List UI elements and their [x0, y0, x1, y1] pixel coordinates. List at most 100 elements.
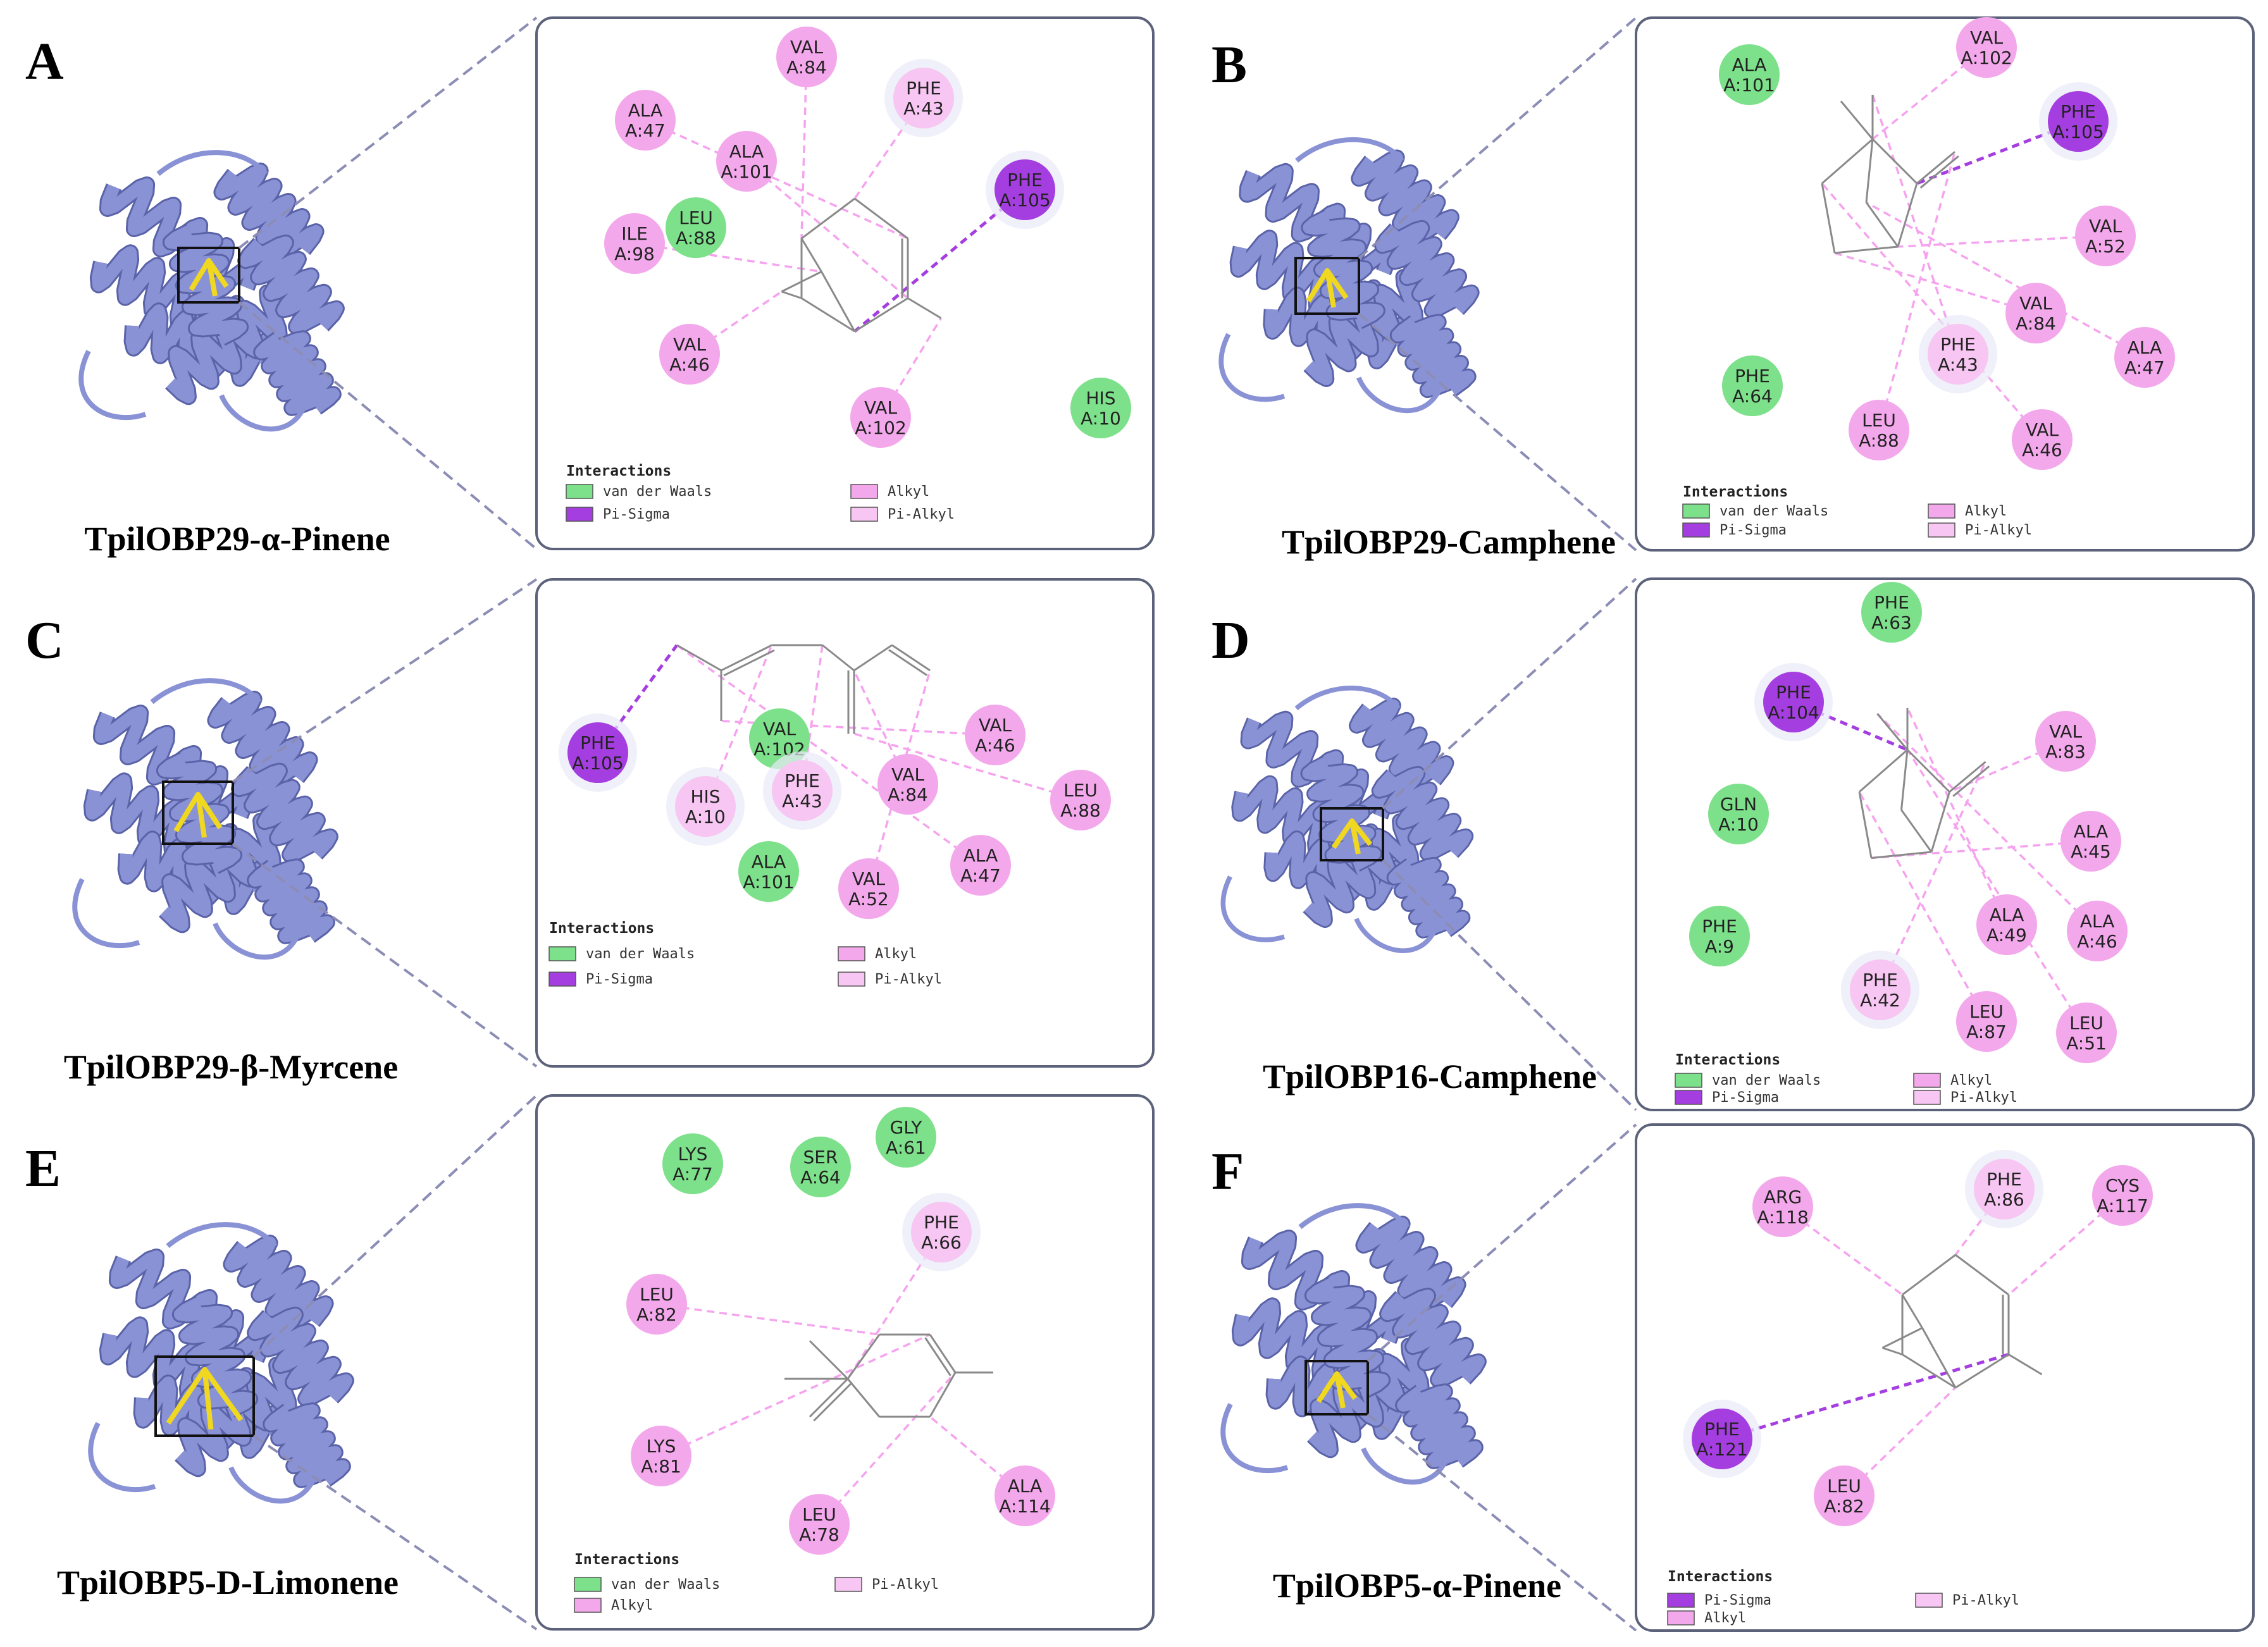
binding-site-box — [1320, 807, 1384, 861]
protein-loop — [166, 1222, 278, 1249]
legend-title: Interactions — [1675, 1052, 1780, 1068]
legend-swatch-pialkyl — [834, 1577, 862, 1592]
residue-number: A:45 — [2071, 841, 2111, 862]
zoom-connector-top — [232, 578, 538, 783]
protein-helix-highlight — [1302, 757, 1381, 870]
residue-disc — [1850, 959, 1911, 1020]
interaction-diagram-box — [1635, 577, 2255, 1111]
residue-disc — [2075, 206, 2136, 266]
ligand-bond — [1955, 1254, 2009, 1296]
legend-label-alkyl: Alkyl — [1950, 1073, 1992, 1089]
ligand-bond — [1840, 101, 1874, 140]
residue-name: ALA — [729, 141, 764, 162]
zoom-connector-bottom — [238, 301, 538, 550]
residue-number: A:10 — [1081, 408, 1121, 429]
ligand-double-bond — [924, 1337, 951, 1376]
residue-name: VAL — [763, 719, 796, 739]
residue-name: SER — [803, 1147, 838, 1168]
residue-name: PHE — [1940, 334, 1976, 355]
protein-helix-highlight — [166, 286, 289, 404]
residue-name: PHE — [1874, 592, 1909, 613]
residue-number: A:88 — [1859, 430, 1899, 451]
residue-name: PHE — [1704, 1419, 1740, 1440]
legend-swatch-alkyl — [1913, 1073, 1941, 1088]
residue-name: VAL — [864, 397, 898, 418]
residue-name: LEU — [802, 1504, 836, 1525]
residue-number: A:46 — [2077, 931, 2117, 952]
residue-number: A:42 — [1860, 990, 1900, 1011]
legend-swatch-pisigma — [548, 972, 576, 987]
residue-name: LEU — [1862, 410, 1896, 431]
residue-disc — [1956, 991, 2017, 1052]
residue-name: VAL — [673, 334, 707, 355]
residue-number: A:10 — [1718, 814, 1759, 835]
protein-helix-highlight — [1357, 1218, 1465, 1312]
residue-disc — [1849, 400, 1909, 460]
residue-number: A:84 — [2016, 313, 2056, 334]
residue-disc — [995, 159, 1055, 220]
ligand-bond — [1902, 1354, 1956, 1389]
legend-label-pialkyl: Pi-Alkyl — [872, 1577, 939, 1593]
interaction-line — [596, 644, 679, 754]
residue-disc — [2067, 901, 2128, 961]
residue-number: A:46 — [975, 735, 1015, 756]
ligand-bond — [907, 297, 942, 319]
interaction-line — [634, 242, 822, 273]
ligand-bond — [1876, 713, 1909, 751]
residue-number: A:86 — [1984, 1189, 2024, 1210]
legend-swatch-pialkyl — [1928, 522, 1955, 538]
protein-loop — [1356, 376, 1442, 414]
residue-name: ALA — [964, 845, 998, 866]
residue-disc — [2114, 327, 2175, 388]
residue-number: A:121 — [1696, 1439, 1748, 1460]
ligand-bond — [1871, 138, 1918, 185]
protein-loop — [213, 922, 300, 960]
protein-helix-highlight — [1308, 1339, 1431, 1457]
protein-loop — [1218, 333, 1286, 402]
residue-name: VAL — [1970, 27, 2004, 48]
residue-disc — [776, 27, 837, 87]
protein-helix-highlight — [1304, 271, 1425, 385]
legend-swatch-alkyl — [838, 946, 865, 961]
zoom-connector-top — [238, 16, 538, 249]
residue-disc — [626, 1274, 687, 1335]
residue-number: A:47 — [960, 865, 1001, 886]
residue-name: PHE — [1776, 682, 1811, 703]
residue-disc — [2056, 1002, 2117, 1063]
protein-loop — [1295, 137, 1404, 163]
panel-caption: TpilOBP29-α-Pinene — [84, 520, 390, 558]
residue-disc — [789, 1494, 850, 1555]
residue-number: A:47 — [625, 120, 666, 141]
legend-title: Interactions — [566, 463, 671, 479]
binding-site-box — [1304, 1360, 1369, 1416]
protein-helix-highlight — [1353, 151, 1458, 245]
protein-helix-highlight — [1303, 211, 1384, 328]
ligand-bond — [1921, 1327, 1957, 1388]
residue-disc — [1050, 770, 1111, 830]
residue-number: A:84 — [888, 784, 928, 805]
residue-number: A:101 — [721, 161, 772, 182]
residue-name: ALA — [752, 851, 786, 872]
legend-label-pialkyl: Pi-Alkyl — [1965, 522, 2032, 538]
residue-disc — [1763, 672, 1824, 732]
protein-helix-highlight — [1376, 221, 1478, 317]
residue-name: VAL — [2026, 419, 2059, 440]
legend-label-pisigma: Pi-Sigma — [586, 972, 653, 987]
zoom-connector-bottom — [252, 1434, 538, 1631]
ligand-bond — [854, 297, 908, 333]
residue-name: PHE — [906, 78, 941, 99]
